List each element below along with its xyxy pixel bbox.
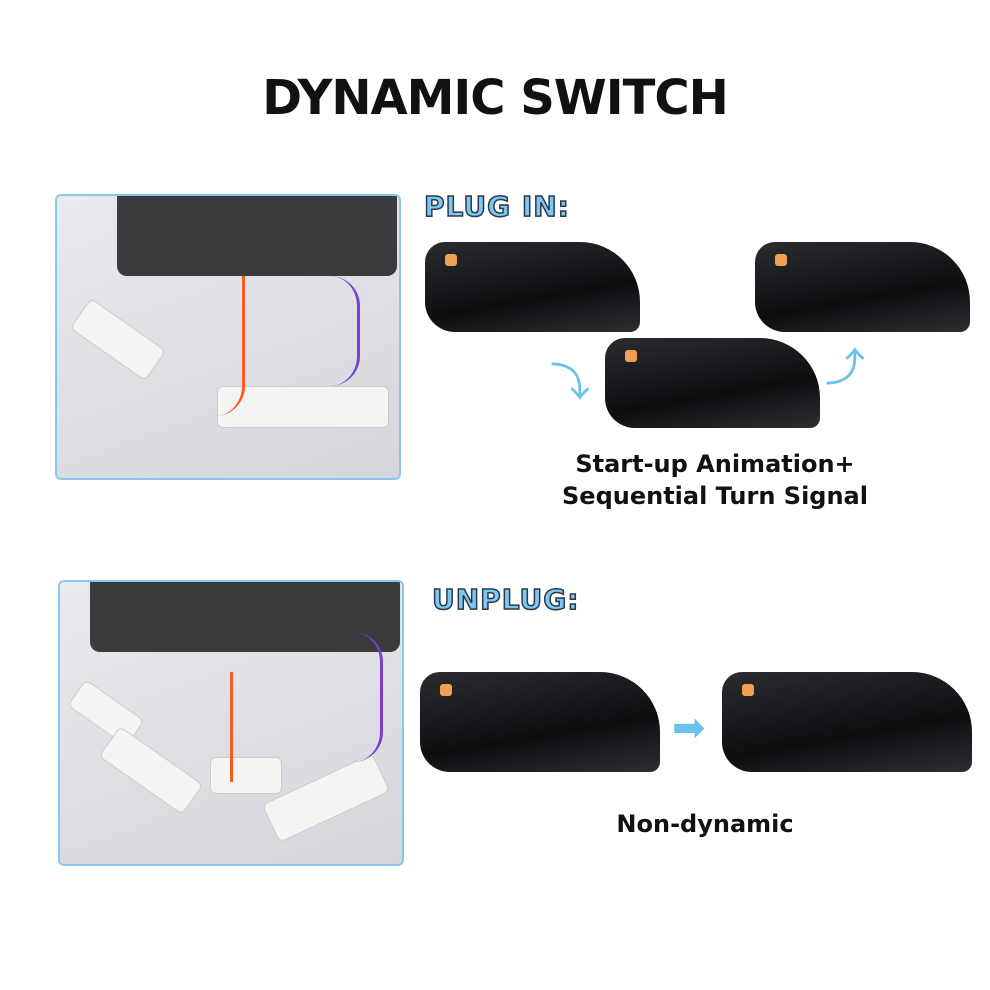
headlight-image (425, 242, 640, 332)
headlight-image (420, 672, 660, 772)
plugged-connector-photo (55, 194, 401, 480)
headlight-image (605, 338, 820, 428)
arrow-down-right-icon: ⤵ (550, 360, 590, 406)
plug-in-label: PLUG IN: (423, 189, 570, 224)
page-title: DYNAMIC SWITCH (262, 70, 729, 126)
unplug-label: UNPLUG: (431, 582, 580, 617)
headlight-image (755, 242, 970, 332)
unplug-caption: Non-dynamic (616, 810, 794, 838)
headlight-image (722, 672, 972, 772)
unplugged-connector-photo (58, 580, 404, 866)
plug-in-caption-line2: Sequential Turn Signal (562, 482, 868, 510)
arrow-right-icon: ➡ (672, 705, 706, 751)
plug-in-caption-line1: Start-up Animation+ (575, 450, 855, 478)
arrow-up-right-icon: ⤴ (825, 345, 865, 391)
